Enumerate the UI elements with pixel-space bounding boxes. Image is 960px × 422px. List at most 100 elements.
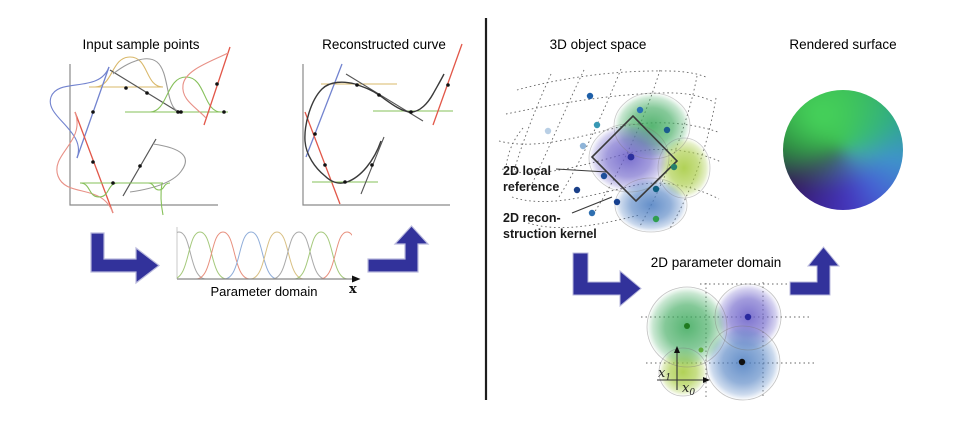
mesh-line bbox=[512, 73, 552, 175]
sample-dot bbox=[355, 83, 359, 87]
input-plot: Input sample points bbox=[49, 37, 231, 216]
object-space-title: 3D object space bbox=[550, 37, 647, 52]
input-plot-axes bbox=[69, 64, 218, 206]
sample-dot bbox=[370, 163, 374, 167]
sample-dot bbox=[215, 82, 219, 86]
splat-center-dot bbox=[627, 153, 635, 161]
splat-center-dot bbox=[544, 127, 552, 135]
sample-dot bbox=[409, 110, 413, 114]
sample-dot bbox=[111, 181, 115, 185]
reconstructed-curve-path bbox=[304, 73, 445, 184]
kernel-outline bbox=[714, 283, 782, 351]
splat-outline bbox=[614, 177, 688, 233]
kernel-leader-line bbox=[571, 196, 613, 214]
sample-dot bbox=[124, 86, 128, 90]
sphere-shading bbox=[783, 90, 903, 210]
parameter-axes: x1 x0 bbox=[657, 346, 710, 398]
mesh-line bbox=[505, 92, 715, 115]
gray-tangent-line-top bbox=[345, 73, 424, 122]
axis-label-x0: x0 bbox=[682, 381, 695, 398]
sample-dot bbox=[138, 164, 142, 168]
basis-bell-red bbox=[319, 231, 352, 280]
local-reference-label-line2: reference bbox=[503, 180, 559, 194]
kernel-outline bbox=[658, 347, 708, 397]
splat-center-dot bbox=[600, 172, 608, 180]
mesh-line bbox=[558, 68, 622, 198]
kernel-center-dot bbox=[698, 347, 704, 353]
axis-label-x1: x1 bbox=[658, 366, 671, 383]
sample-dot bbox=[377, 93, 381, 97]
red-tangent-line-left bbox=[304, 111, 341, 205]
tan-kernel bbox=[94, 56, 164, 88]
arrow-input-to-parameter-icon bbox=[90, 232, 160, 285]
splat-center-dot bbox=[652, 185, 660, 193]
sample-dot bbox=[179, 110, 183, 114]
local-reference-label-line1: 2D local bbox=[503, 164, 551, 178]
splat-center-dot bbox=[636, 106, 644, 114]
parameter-domain-2d: 2D parameter domain bbox=[641, 255, 816, 401]
sample-dot bbox=[145, 91, 149, 95]
sample-dot bbox=[91, 110, 95, 114]
kernel-label-line2: struction kernel bbox=[503, 227, 597, 241]
kernel-center-dot bbox=[744, 313, 752, 321]
gray-kernel bbox=[112, 58, 188, 113]
basis-bell-tan bbox=[249, 231, 305, 280]
splat-outline bbox=[588, 123, 670, 193]
red-kernel-right bbox=[182, 52, 229, 119]
splat-outline bbox=[657, 137, 711, 199]
object-space-sample-points bbox=[544, 92, 678, 223]
kernel-center-dot bbox=[684, 323, 690, 329]
rendered-surface-title: Rendered surface bbox=[789, 37, 896, 52]
reconstruction-kernels-3d bbox=[588, 92, 711, 233]
kernel-center-dot bbox=[738, 358, 746, 366]
right-figure: 3D object space bbox=[498, 37, 897, 401]
parameter-domain-plot: x Parameter domain bbox=[176, 227, 361, 299]
blue-kernel bbox=[49, 66, 110, 159]
sample-dot bbox=[222, 110, 226, 114]
green-kernel-bottom-1 bbox=[79, 182, 119, 198]
green-kernel-bottom-2 bbox=[147, 182, 171, 191]
blue-tangent-line bbox=[305, 63, 343, 158]
arrow-parameter-to-rendered-icon bbox=[789, 246, 841, 296]
input-plot-title: Input sample points bbox=[82, 37, 199, 52]
red-tangent-line-right bbox=[203, 46, 231, 126]
sample-dot bbox=[313, 132, 317, 136]
x1-axis-arrowhead-icon bbox=[674, 346, 680, 353]
green-kernel-tail bbox=[160, 182, 164, 216]
sample-dot bbox=[343, 180, 347, 184]
input-kernels bbox=[49, 46, 231, 216]
arrow-object-to-parameter-icon bbox=[572, 252, 642, 308]
splat-outline bbox=[613, 92, 691, 160]
reconstructed-sample-dots bbox=[313, 83, 450, 184]
basis-bell-green bbox=[293, 231, 349, 280]
parameter-axis-label: x bbox=[349, 282, 357, 297]
sample-dot bbox=[176, 110, 180, 114]
reconstructed-plot-axes bbox=[302, 64, 450, 206]
basis-functions bbox=[177, 231, 352, 280]
red-kernel-left bbox=[56, 111, 114, 214]
local-reference-leader-line bbox=[555, 168, 608, 173]
input-sample-dots bbox=[91, 82, 226, 185]
mesh-line bbox=[505, 127, 524, 168]
sample-dot bbox=[91, 160, 95, 164]
parameter-domain-2d-title: 2D parameter domain bbox=[651, 255, 782, 270]
basis-bell-red bbox=[195, 231, 251, 280]
splat-center-dot bbox=[586, 92, 594, 100]
gray-kernel-bottom bbox=[129, 143, 186, 193]
reconstructed-plot: Reconstructed curve bbox=[302, 37, 463, 206]
splat-blue bbox=[615, 178, 687, 232]
gray-tangent-line bbox=[109, 69, 181, 114]
mesh-line bbox=[501, 149, 722, 174]
kernel-label-line1: 2D recon- bbox=[503, 211, 561, 225]
sample-dot bbox=[446, 83, 450, 87]
splat-center-dot bbox=[588, 209, 596, 217]
mesh-line bbox=[593, 69, 661, 214]
basis-bell-green bbox=[177, 231, 228, 280]
basis-bell-blue bbox=[223, 231, 279, 280]
parameter-domain-dots bbox=[684, 313, 752, 366]
splat-center-dot bbox=[652, 215, 660, 223]
splat-center-dot bbox=[663, 126, 671, 134]
reconstructed-plot-title: Reconstructed curve bbox=[322, 37, 446, 52]
